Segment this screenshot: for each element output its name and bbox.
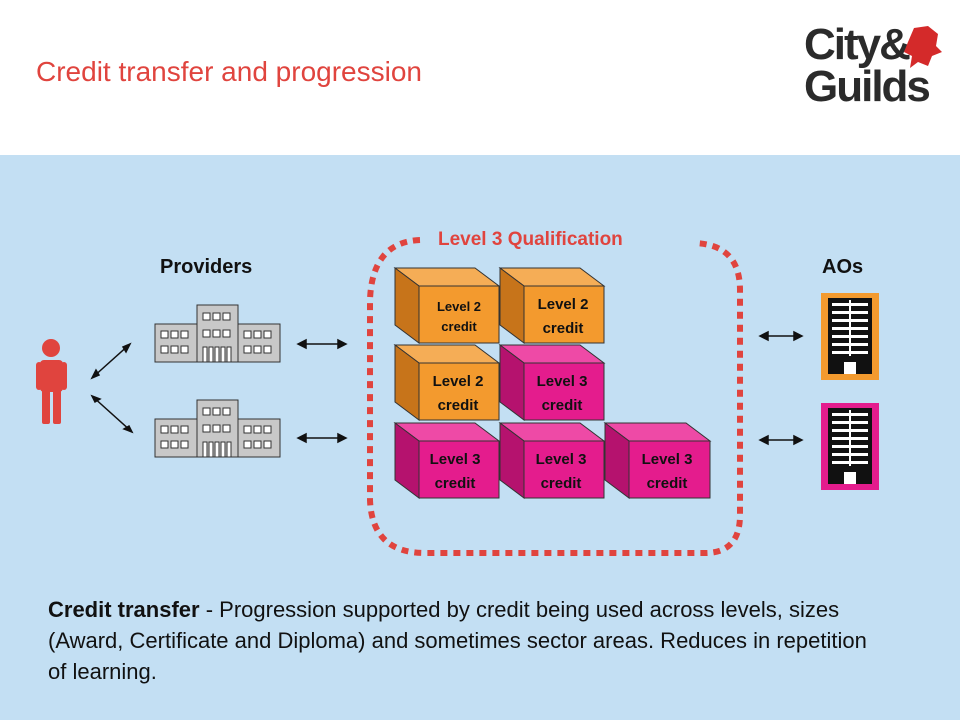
credit-block: Level 3 credit [393, 422, 501, 499]
block-line-2: credit [542, 397, 583, 414]
credit-block: Level 3 credit [498, 422, 606, 499]
credit-block: Level 3 credit [603, 422, 712, 499]
logo-line-1: City& [804, 20, 911, 69]
provider-building-icon [154, 304, 281, 363]
city-and-guilds-logo: City& Guilds [804, 20, 944, 111]
learner-person-icon [36, 339, 67, 424]
block-line-2: credit [441, 319, 477, 334]
credit-block: Level 2 credit [498, 267, 606, 344]
person-provider-arrows [90, 342, 134, 434]
awarding-organisation-building-icon [821, 403, 879, 490]
block-line-1: Level 3 [536, 451, 587, 468]
caption-body: - Progression supported by credit being … [48, 597, 867, 684]
awarding-organisation-building-icon [821, 293, 879, 380]
credit-block: Level 2 credit [393, 267, 501, 344]
caption-text: Credit transfer - Progression supported … [48, 594, 888, 687]
providers-heading: Providers [160, 256, 253, 278]
block-line-2: credit [541, 475, 582, 492]
logo-line-2: Guilds [804, 62, 931, 111]
qualification-ao-arrows [758, 330, 804, 446]
block-line-1: Level 3 [430, 451, 481, 468]
header-area: Credit transfer and progression City& Gu… [0, 0, 960, 155]
page-title: Credit transfer and progression [36, 56, 422, 87]
block-line-1: Level 2 [433, 373, 484, 390]
block-line-2: credit [435, 475, 476, 492]
credit-block: Level 3 credit [498, 344, 606, 421]
block-line-1: Level 3 [537, 373, 588, 390]
credit-block: Level 2 credit [393, 344, 501, 421]
block-line-1: Level 2 [437, 299, 481, 314]
block-line-2: credit [543, 320, 584, 337]
provider-building-icon [154, 399, 281, 458]
block-line-1: Level 3 [642, 451, 693, 468]
block-line-2: credit [438, 397, 479, 414]
caption-bold: Credit transfer [48, 597, 200, 622]
qualification-label: Level 3 Qualification [438, 229, 623, 250]
block-line-2: credit [647, 475, 688, 492]
provider-qualification-arrows [296, 338, 348, 444]
lion-emblem-icon [904, 26, 942, 68]
aos-heading: AOs [822, 256, 864, 278]
block-line-1: Level 2 [538, 296, 589, 313]
